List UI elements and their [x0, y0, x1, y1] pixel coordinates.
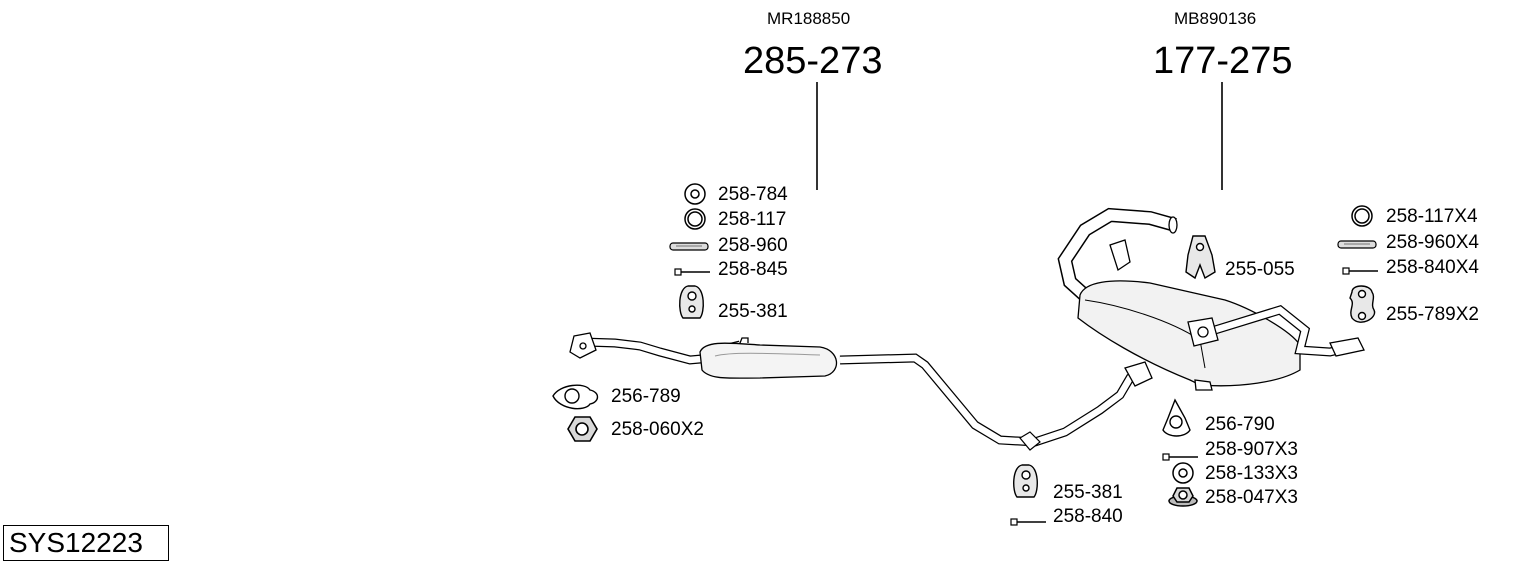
intermediate-pipe	[839, 353, 1153, 451]
oem-number-rear: MB890136	[1174, 9, 1257, 28]
part-label: 255-381	[718, 301, 788, 322]
bolt-x4-icon	[1342, 267, 1378, 275]
rubber-mount-icon	[1185, 235, 1216, 280]
hex-nut-icon	[567, 416, 598, 442]
sleeve-x4-icon	[1337, 240, 1377, 249]
rubber-hanger-icon	[679, 285, 704, 319]
sleeve-icon	[669, 242, 709, 251]
part-label: 255-055	[1225, 259, 1295, 280]
assembly-number-rear: 177-275	[1153, 40, 1293, 82]
part-label: 258-960	[718, 235, 788, 256]
part-label: 258-845	[718, 259, 788, 280]
part-label: 256-790	[1205, 414, 1275, 435]
part-label: 258-840X4	[1386, 257, 1479, 278]
part-label: 255-789X2	[1386, 304, 1479, 325]
part-label: 258-117X4	[1386, 206, 1478, 227]
ring-small-icon	[684, 183, 706, 205]
part-label: 258-784	[718, 184, 788, 205]
part-label: 258-117	[718, 209, 787, 230]
triangle-gasket-icon	[1162, 398, 1191, 437]
part-label: 258-840	[1053, 506, 1123, 527]
part-label: 258-047X3	[1205, 487, 1298, 508]
ring-gasket-icon	[684, 208, 706, 230]
bolt-bottom-icon	[1010, 518, 1046, 526]
hanger-strap-icon	[1349, 285, 1376, 323]
bolt-icon	[674, 268, 710, 276]
part-label: 255-381	[1053, 482, 1123, 503]
flange-nut-x3-icon	[1168, 487, 1198, 507]
system-code-box: SYS12223	[3, 525, 169, 561]
part-label: 258-960X4	[1386, 232, 1479, 253]
oem-number-front: MR188850	[767, 9, 851, 28]
front-pipe-catalyst	[569, 332, 838, 379]
rubber-hanger-bottom-icon	[1013, 464, 1038, 498]
part-label: 258-907X3	[1205, 439, 1298, 460]
flange-gasket-icon	[552, 384, 599, 410]
washer-x3-icon	[1172, 462, 1194, 484]
ring-gasket-x4-icon	[1351, 205, 1373, 227]
rear-muffler	[1057, 207, 1365, 391]
part-label: 258-133X3	[1205, 463, 1298, 484]
part-label: 256-789	[611, 386, 681, 407]
bolt-x3-icon	[1162, 453, 1198, 461]
assembly-number-front: 285-273	[743, 40, 883, 82]
part-label: 258-060X2	[611, 419, 704, 440]
